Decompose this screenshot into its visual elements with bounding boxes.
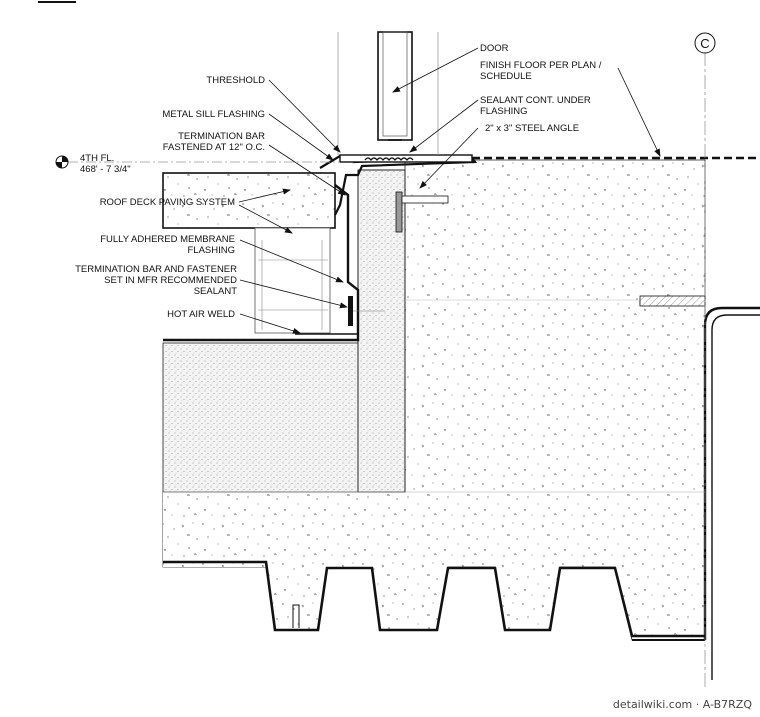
credit-watermark: detailwiki.com · A-B7RZQ — [613, 698, 752, 711]
label-level-2: 468' - 7 3/4" — [80, 164, 131, 175]
deck-stud — [292, 604, 300, 628]
grid-bubble-c — [694, 32, 716, 54]
label-membrane-1: FULLY ADHERED MEMBRANE — [100, 234, 235, 245]
label-level-1: 4TH FL. — [80, 153, 114, 164]
label-membrane-2: FLASHING — [187, 245, 235, 256]
metal-deck — [163, 560, 705, 638]
label-hot-air-weld: HOT AIR WELD — [167, 309, 235, 320]
rigid-insulation — [162, 342, 359, 493]
label-finish-floor-1: FINISH FLOOR PER PLAN / — [480, 60, 602, 71]
label-term-bar-2: FASTENED AT 12" O.C. — [163, 142, 265, 153]
label-steel-angle: 2" x 3" STEEL ANGLE — [485, 123, 579, 134]
label-paving: ROOF DECK PAVING SYSTEM — [100, 197, 235, 208]
termination-bar-lower — [348, 296, 353, 326]
sealant-bead — [364, 157, 414, 161]
label-term-bar-1: TERMINATION BAR — [178, 131, 265, 142]
label-threshold: THRESHOLD — [206, 75, 265, 86]
label-finish-floor-2: SCHEDULE — [480, 71, 532, 82]
grid-bubble-label: C — [700, 36, 709, 51]
annotation-labels: DOOR FINISH FLOOR PER PLAN / SCHEDULE TH… — [75, 43, 602, 320]
paving-system — [162, 172, 336, 334]
label-sealant-2: FLASHING — [480, 106, 528, 117]
leader-lines — [238, 47, 661, 334]
label-sealant-1: SEALANT CONT. UNDER — [480, 95, 591, 106]
door-frame — [337, 31, 439, 155]
label-term-fastener-2: SET IN MFR RECOMMENDED — [104, 275, 237, 286]
label-door: DOOR — [480, 43, 509, 54]
label-metal-sill: METAL SILL FLASHING — [162, 109, 265, 120]
label-term-fastener-3: SEALANT — [194, 286, 237, 297]
concrete-topping — [163, 492, 405, 567]
label-term-fastener-1: TERMINATION BAR AND FASTENER — [75, 264, 237, 275]
steel-angle — [395, 191, 449, 233]
level-datum-symbol — [55, 155, 69, 169]
